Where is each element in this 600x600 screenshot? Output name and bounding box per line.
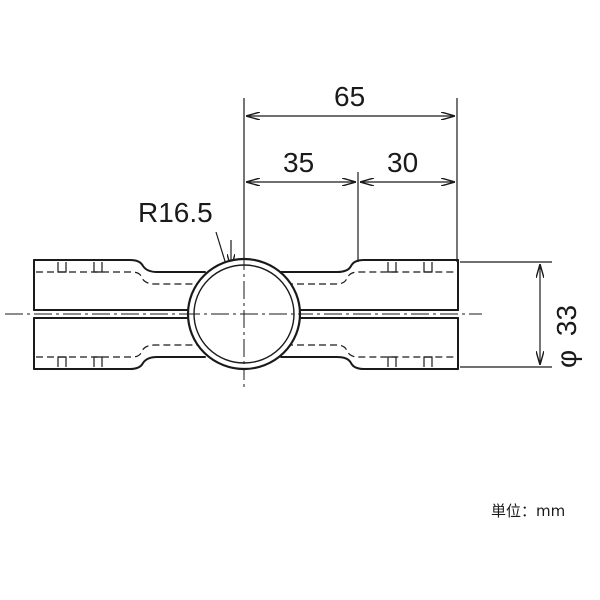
radius-label: R16.5	[138, 197, 213, 228]
diameter-symbol: φ	[551, 350, 582, 368]
diameter-label: φ 33	[551, 305, 582, 368]
dimension-65: 65	[246, 81, 455, 116]
pipe-lower-half	[33, 317, 459, 370]
dimension-30: 30	[360, 147, 455, 182]
diameter-value: 33	[551, 305, 582, 336]
dimension-65-label: 65	[334, 81, 365, 112]
pipe-upper-half	[33, 259, 459, 311]
dimension-35: 35	[246, 147, 356, 182]
dimension-diameter: φ 33	[540, 264, 582, 368]
unit-note: 単位：mm	[491, 502, 565, 520]
slot-marks-upper	[57, 262, 433, 273]
dimension-30-label: 30	[387, 147, 418, 178]
crossing-pipe-section	[182, 252, 306, 376]
dimension-35-label: 35	[283, 147, 314, 178]
slot-marks-lower	[57, 356, 433, 367]
extension-lines	[243, 98, 552, 368]
